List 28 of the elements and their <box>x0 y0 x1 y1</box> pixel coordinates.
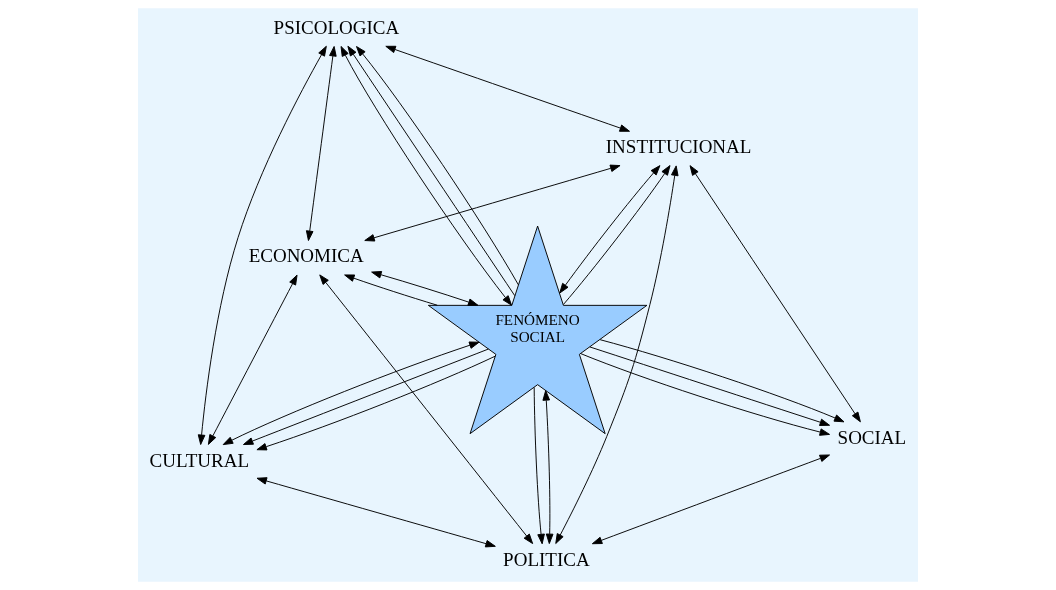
arrow <box>371 271 479 306</box>
arrow <box>555 165 679 544</box>
arrow <box>591 454 831 545</box>
node-text: CULTURAL <box>149 449 250 471</box>
arrow <box>580 353 831 436</box>
arrow <box>589 346 831 426</box>
arrow <box>197 45 327 445</box>
arrow <box>559 165 661 294</box>
arrow <box>385 45 630 132</box>
arrow <box>599 339 845 423</box>
arrow <box>542 390 554 545</box>
arrow <box>562 165 671 305</box>
arrow <box>689 165 861 423</box>
arrow <box>305 46 337 241</box>
arrow <box>207 274 298 445</box>
arrow <box>344 274 438 306</box>
node-text: PSICOLOGICA <box>273 16 400 38</box>
arrow <box>533 387 545 545</box>
arrow <box>256 355 496 451</box>
arrow <box>364 164 621 242</box>
node-text: POLITICA <box>503 548 590 570</box>
node-text: SOCIAL <box>837 426 907 448</box>
node-text: ECONOMICA <box>248 245 364 267</box>
node-text: INSTITUCIONAL <box>605 136 752 158</box>
arrow <box>319 274 534 545</box>
arrow <box>222 341 480 446</box>
arrow <box>256 477 496 548</box>
arrow <box>242 348 489 446</box>
